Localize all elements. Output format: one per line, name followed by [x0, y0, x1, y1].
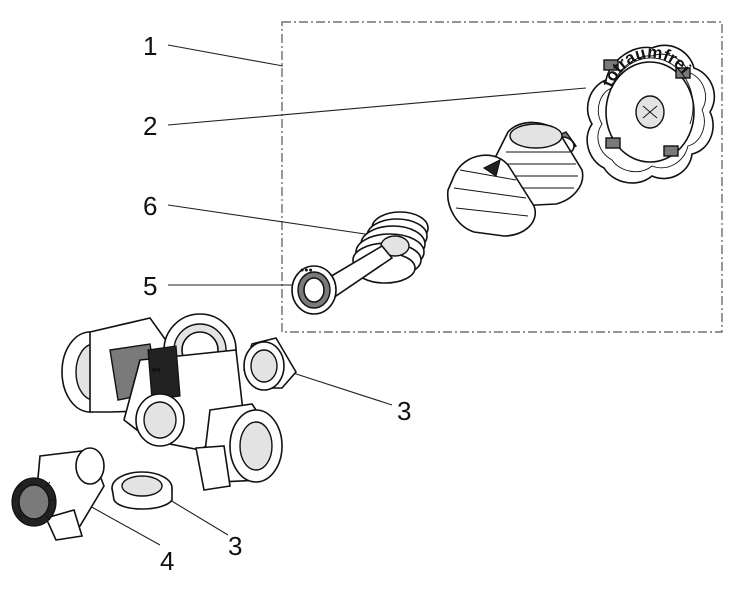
leader-3b: [169, 499, 229, 536]
callout-label-4: 4: [160, 546, 174, 576]
leader-3a: [289, 371, 393, 406]
leader-6: [167, 204, 373, 236]
disc-stamp-mark: ●●●: [300, 267, 313, 274]
handwheel-part: totraumfrei: [586, 42, 716, 184]
leader-4: [87, 504, 161, 546]
bonnet-assembly-part: [447, 121, 584, 237]
assembly-boundary: [281, 21, 723, 333]
callout-label-5: 5: [143, 271, 157, 301]
plug-part-lower: [111, 471, 173, 510]
callout-label-3a: 3: [397, 396, 411, 426]
callout-label-3b: 3: [228, 531, 242, 561]
callout-label-1: 1: [143, 31, 157, 61]
plug-part-upper: [243, 337, 297, 391]
callout-label-6: 6: [143, 191, 157, 221]
drain-fitting-part: [11, 447, 105, 541]
callout-label-2: 2: [143, 111, 157, 141]
body-stamp-mark: ■■: [152, 367, 160, 374]
leader-1: [167, 44, 284, 67]
valve-disc-part: ●●●: [291, 244, 394, 315]
leader-2: [167, 87, 587, 126]
valve-body-part: ■■: [61, 313, 283, 491]
